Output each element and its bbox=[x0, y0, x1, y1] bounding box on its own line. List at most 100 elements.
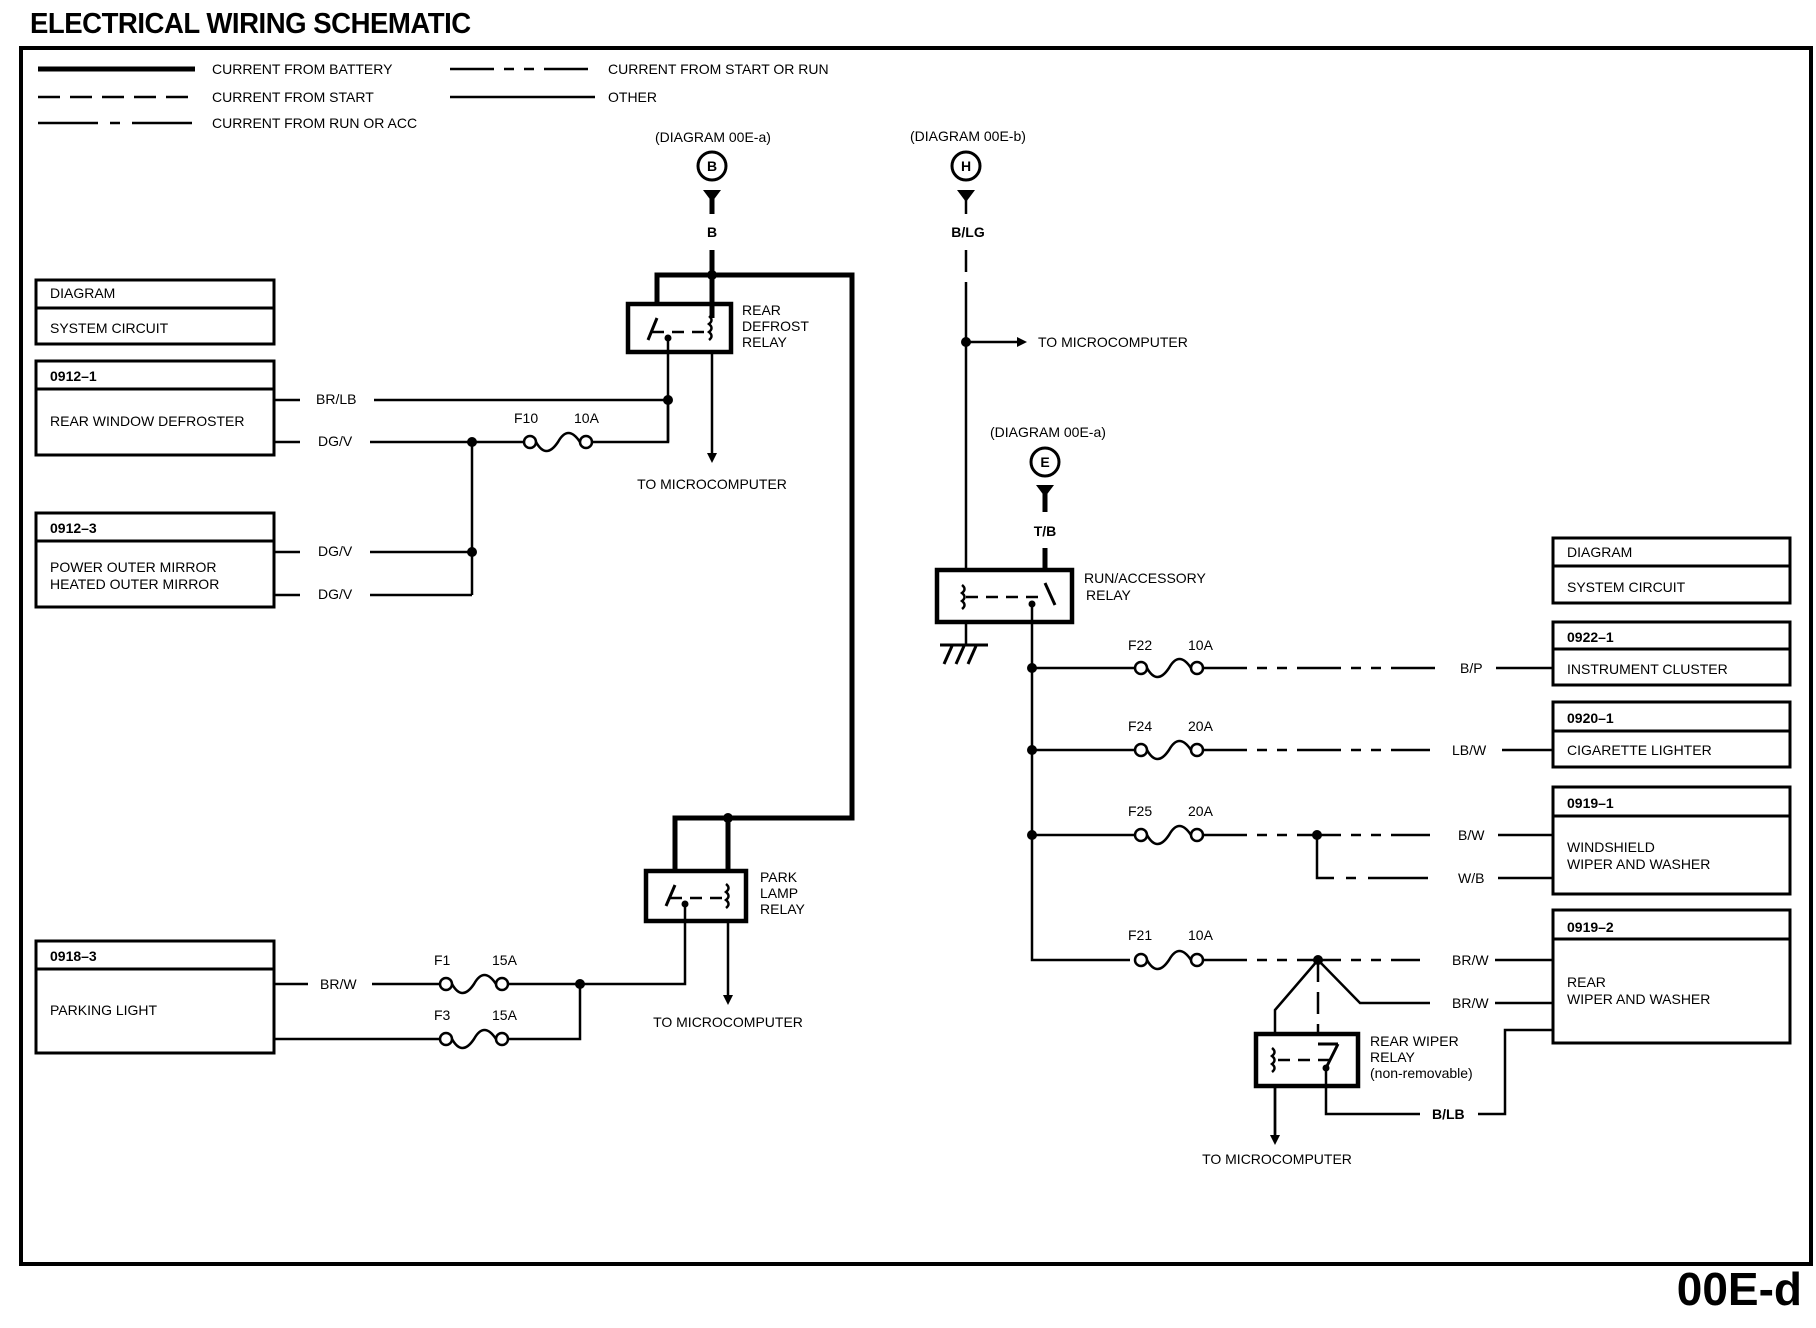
to-microcomputer-label-4: TO MICROCOMPUTER bbox=[1202, 1151, 1352, 1167]
box-name-2: WIPER AND WASHER bbox=[1567, 856, 1710, 872]
wire-label-dg-v-2: DG/V bbox=[318, 543, 353, 559]
wire-label-b-w: B/W bbox=[1458, 827, 1485, 843]
wire-label-dg-v: DG/V bbox=[318, 433, 353, 449]
legend-start: CURRENT FROM START bbox=[212, 89, 374, 105]
relay-label-line-3: RELAY bbox=[760, 901, 806, 917]
connector-h[interactable]: (DIAGRAM 00E-b) H B/LG bbox=[910, 128, 1026, 240]
rear-wiper-relay[interactable]: REAR WIPER RELAY (non-removable) bbox=[1253, 1031, 1473, 1089]
fuse-rating: 10A bbox=[1188, 927, 1214, 943]
run-acc-bus bbox=[1030, 604, 1130, 962]
fuse-id: F3 bbox=[434, 1007, 451, 1023]
box-windshield-wiper[interactable]: 0919–1 WINDSHIELD WIPER AND WASHER bbox=[1551, 785, 1792, 896]
box-rear-wiper[interactable]: 0919–2 REAR WIPER AND WASHER bbox=[1551, 908, 1792, 1045]
to-microcomputer-label-3: TO MICROCOMPUTER bbox=[1038, 334, 1188, 350]
box-code: 0919–2 bbox=[1567, 919, 1614, 935]
relay-label-line-3: RELAY bbox=[742, 334, 788, 350]
fuse-f10[interactable]: F10 10A bbox=[514, 410, 600, 453]
fuse-id: F10 bbox=[514, 410, 538, 426]
fuse-rating: 10A bbox=[574, 410, 600, 426]
box-code: 0919–1 bbox=[1567, 795, 1614, 811]
fuse-f25[interactable]: F25 20A bbox=[1128, 803, 1214, 846]
wire-b-lg: B/LG bbox=[951, 224, 985, 240]
fuse-id: F1 bbox=[434, 952, 451, 968]
wire-label-br-lb: BR/LB bbox=[316, 391, 356, 407]
box-name-1: WINDSHIELD bbox=[1567, 839, 1655, 855]
wire-label-b-p: B/P bbox=[1460, 660, 1483, 676]
relay-label-line-2: RELAY bbox=[1086, 587, 1132, 603]
relay-label-line-1: PARK bbox=[760, 869, 798, 885]
to-microcomputer-label: TO MICROCOMPUTER bbox=[637, 476, 787, 492]
box-instrument-cluster[interactable]: 0922–1 INSTRUMENT CLUSTER bbox=[1551, 620, 1792, 687]
wire-label-dg-v-3: DG/V bbox=[318, 586, 353, 602]
page-code: 00E-d bbox=[1676, 1263, 1802, 1315]
connector-letter-h: H bbox=[961, 158, 971, 174]
fuse-rating: 20A bbox=[1188, 718, 1214, 734]
relay-label-line-2: LAMP bbox=[760, 885, 798, 901]
box-code: 0920–1 bbox=[1567, 710, 1614, 726]
fuse-rating: 10A bbox=[1188, 637, 1214, 653]
fuse-f22[interactable]: F22 10A bbox=[1128, 637, 1214, 679]
box-name-2: HEATED OUTER MIRROR bbox=[50, 576, 219, 592]
battery-feed-wire bbox=[709, 250, 855, 821]
box-rear-window-defroster[interactable]: 0912–1 REAR WINDOW DEFROSTER bbox=[34, 359, 276, 457]
box-name: REAR WINDOW DEFROSTER bbox=[50, 413, 244, 429]
relay-label-line-1: REAR bbox=[742, 302, 781, 318]
ground-icon bbox=[940, 643, 988, 665]
wire-label-b-lb: B/LB bbox=[1432, 1106, 1465, 1122]
wire-label-w-b: W/B bbox=[1458, 870, 1484, 886]
box-name: INSTRUMENT CLUSTER bbox=[1567, 661, 1728, 677]
box-diagram-right: DIAGRAM SYSTEM CIRCUIT bbox=[1551, 536, 1792, 605]
frame-border bbox=[19, 46, 1813, 1266]
fuse-f24[interactable]: F24 20A bbox=[1128, 718, 1214, 761]
fuse-rating: 15A bbox=[492, 1007, 518, 1023]
legend: CURRENT FROM BATTERY CURRENT FROM START … bbox=[38, 61, 829, 131]
box-outer-mirror[interactable]: 0912–3 POWER OUTER MIRROR HEATED OUTER M… bbox=[34, 511, 276, 609]
wire-b: B bbox=[707, 224, 717, 240]
relay-label-line-2: RELAY bbox=[1370, 1049, 1416, 1065]
ref-diagram-h: (DIAGRAM 00E-b) bbox=[910, 128, 1026, 144]
ref-diagram-e: (DIAGRAM 00E-a) bbox=[990, 424, 1106, 440]
legend-run-acc: CURRENT FROM RUN OR ACC bbox=[212, 115, 417, 131]
fuse-id: F25 bbox=[1128, 803, 1152, 819]
fuse-f21[interactable]: F21 10A bbox=[1128, 927, 1214, 971]
svg-text:SYSTEM CIRCUIT: SYSTEM CIRCUIT bbox=[1567, 579, 1686, 595]
wire-label-br-w: BR/W bbox=[320, 976, 357, 992]
fuse-id: F21 bbox=[1128, 927, 1152, 943]
box-diagram-left: DIAGRAM SYSTEM CIRCUIT bbox=[34, 278, 276, 346]
connector-letter-b: B bbox=[707, 158, 717, 174]
box-parking-light[interactable]: 0918–3 PARKING LIGHT bbox=[34, 939, 276, 1055]
relay-label-line-2: DEFROST bbox=[742, 318, 809, 334]
wire-label-br-w-2: BR/W bbox=[1452, 952, 1489, 968]
page-title: ELECTRICAL WIRING SCHEMATIC bbox=[30, 8, 471, 40]
box-code: 0922–1 bbox=[1567, 629, 1614, 645]
wire-label-lb-w: LB/W bbox=[1452, 742, 1487, 758]
connector-e[interactable]: (DIAGRAM 00E-a) E T/B bbox=[990, 424, 1106, 539]
box-code: 0918–3 bbox=[50, 948, 97, 964]
legend-battery: CURRENT FROM BATTERY bbox=[212, 61, 393, 77]
rear-defrost-relay[interactable]: REAR DEFROST RELAY bbox=[625, 275, 809, 355]
box-name-1: POWER OUTER MIRROR bbox=[50, 559, 216, 575]
run-accessory-relay[interactable]: RUN/ACCESSORY RELAY bbox=[934, 567, 1207, 625]
box-code: 0912–3 bbox=[50, 520, 97, 536]
wire-t-b: T/B bbox=[1034, 523, 1057, 539]
box-name-1: REAR bbox=[1567, 974, 1606, 990]
to-microcomputer-label-2: TO MICROCOMPUTER bbox=[653, 1014, 803, 1030]
wire-label-br-w-3: BR/W bbox=[1452, 995, 1489, 1011]
ref-diagram-b: (DIAGRAM 00E-a) bbox=[655, 129, 771, 145]
park-lamp-relay[interactable]: PARK LAMP RELAY bbox=[643, 868, 806, 924]
fuse-id: F24 bbox=[1128, 718, 1152, 734]
fuse-id: F22 bbox=[1128, 637, 1152, 653]
box-cigarette-lighter[interactable]: 0920–1 CIGARETTE LIGHTER bbox=[1551, 700, 1792, 769]
box-name: PARKING LIGHT bbox=[50, 1002, 158, 1018]
relay-label-line-1: RUN/ACCESSORY bbox=[1084, 570, 1207, 586]
relay-label-line-1: REAR WIPER bbox=[1370, 1033, 1459, 1049]
fuse-f3[interactable]: F3 15A bbox=[434, 1007, 518, 1050]
fuse-f1[interactable]: F1 15A bbox=[434, 952, 518, 995]
svg-text:DIAGRAM: DIAGRAM bbox=[1567, 544, 1632, 560]
connector-letter-e: E bbox=[1040, 454, 1049, 470]
fuse-rating: 15A bbox=[492, 952, 518, 968]
box-name-2: WIPER AND WASHER bbox=[1567, 991, 1710, 1007]
legend-other: OTHER bbox=[608, 89, 657, 105]
connector-b[interactable]: (DIAGRAM 00E-a) B B bbox=[655, 129, 771, 240]
